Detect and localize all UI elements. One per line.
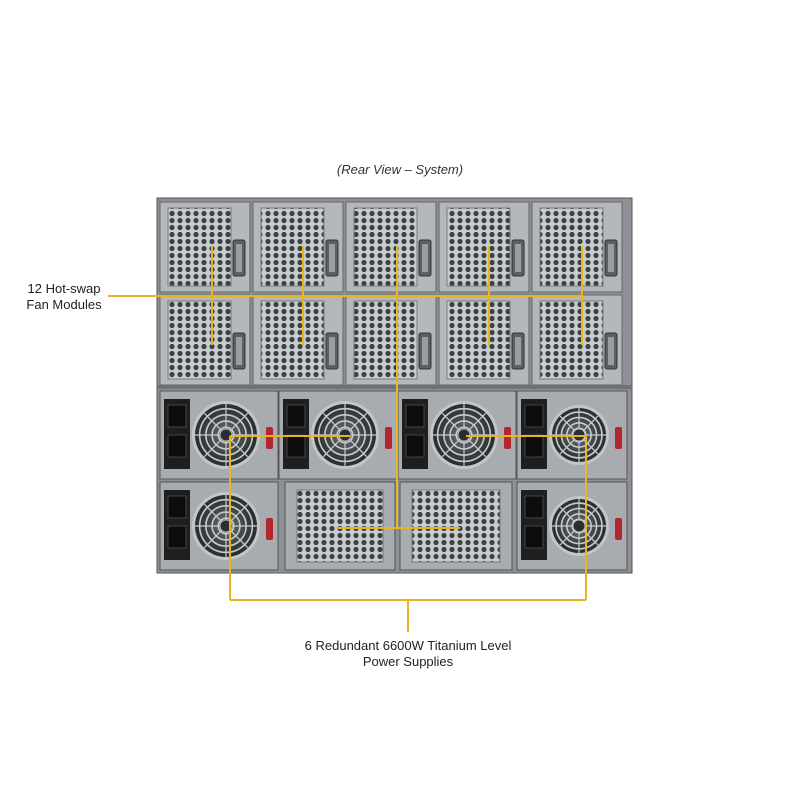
fan-module [252, 201, 344, 293]
psu-inlet-top [167, 404, 187, 428]
fan-handle-grip [608, 337, 614, 365]
callout-leader-lines [108, 246, 587, 632]
fan-grille [260, 207, 325, 287]
fan-grille [353, 300, 418, 380]
power-supply [159, 481, 279, 571]
fan-grille [260, 300, 325, 380]
blank-bay-grille [411, 489, 501, 563]
psu-inlet-top [167, 495, 187, 519]
psu-release-latch [504, 427, 511, 449]
fan-modules-label-line2: Fan Modules [26, 297, 102, 312]
psu-inlet-top [405, 404, 425, 428]
fan-grille [446, 300, 511, 380]
fan-handle-grip [608, 244, 614, 272]
fan-handle-grip [236, 337, 242, 365]
psu-inlet-bottom [405, 434, 425, 458]
power-supply [159, 390, 279, 480]
fan-grille [446, 207, 511, 287]
power-supplies-label-line2: Power Supplies [362, 654, 454, 669]
psu-inlet-bottom [167, 434, 187, 458]
psu-release-latch [385, 427, 392, 449]
fan-modules-label-line1: 12 Hot-swap [27, 281, 101, 296]
fan-module [438, 294, 530, 386]
psu-inlet-top [524, 495, 544, 519]
fan-handle-grip [422, 244, 428, 272]
psu-inlet-bottom [167, 525, 187, 549]
fan-handle-grip [515, 337, 521, 365]
blank-bay-grille [296, 489, 384, 563]
psu-inlet-top [286, 404, 306, 428]
psu-release-latch [266, 518, 273, 540]
fan-module [345, 201, 437, 293]
psu-inlet-bottom [286, 434, 306, 458]
fan-grille [167, 300, 232, 380]
fan-module [159, 201, 251, 293]
fan-module [531, 294, 623, 386]
fan-module [345, 294, 437, 386]
fan-handle-grip [422, 337, 428, 365]
psu-release-latch [266, 427, 273, 449]
power-supply [516, 481, 628, 571]
psu-release-latch [615, 427, 622, 449]
fan-handle-grip [515, 244, 521, 272]
fan-grille [167, 207, 232, 287]
fan-module [531, 201, 623, 293]
fan-modules-label: 12 Hot-swap Fan Modules [14, 281, 114, 313]
psu-inlet-bottom [524, 525, 544, 549]
psu-fan-hub [572, 519, 586, 533]
power-supply-group [159, 390, 628, 571]
psu-inlet-bottom [524, 434, 544, 458]
power-supplies-label: 6 Redundant 6600W Titanium Level Power S… [268, 638, 548, 670]
fan-handle-grip [236, 244, 242, 272]
fan-grille [539, 207, 604, 287]
fan-module [252, 294, 344, 386]
diagram-caption: (Rear View – System) [336, 162, 464, 177]
fan-modules-group [159, 201, 623, 386]
psu-inlet-top [524, 404, 544, 428]
blank-bay [399, 481, 513, 571]
fan-module [159, 294, 251, 386]
fan-grille [353, 207, 418, 287]
fan-handle-grip [329, 337, 335, 365]
blank-bay [284, 481, 396, 571]
power-supplies-label-line1: 6 Redundant 6600W Titanium Level [304, 638, 512, 653]
fan-module [438, 201, 530, 293]
fan-grille [539, 300, 604, 380]
chassis-divider [157, 385, 632, 389]
fan-handle-grip [329, 244, 335, 272]
psu-release-latch [615, 518, 622, 540]
